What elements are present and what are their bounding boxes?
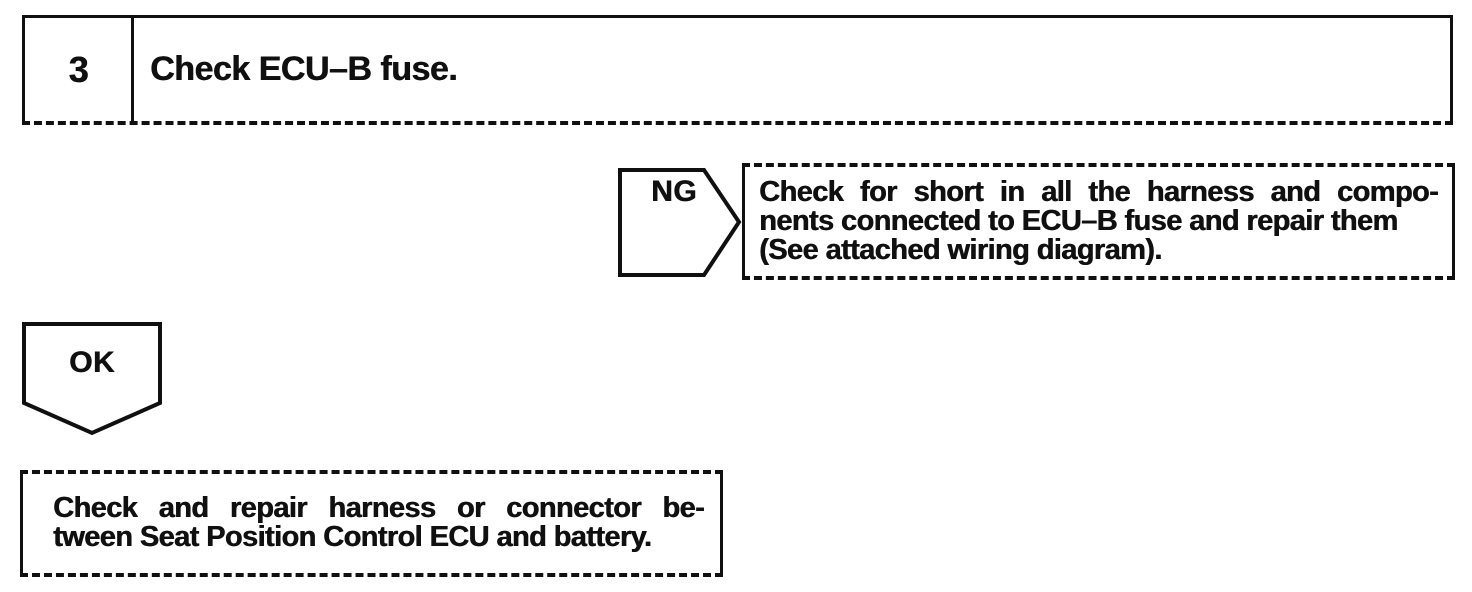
ng-action-line: nents connected to ECU–B fuse and repair… [759,205,1398,237]
ng-action-line: (See attached wiring diagram). [759,234,1162,266]
step-box: 3 Check ECU–B fuse. [22,15,1453,125]
step-number: 3 [68,48,88,90]
ok-connector: OK [22,322,162,436]
ng-action-box: Check for short in all the harness and c… [742,163,1455,280]
step-number-cell: 3 [25,18,134,121]
ok-label: OK [69,346,115,379]
ok-action-box: Check and repair harness or connector be… [20,470,723,577]
ng-pentagon-icon [618,168,742,277]
ok-pentagon-icon [22,322,162,436]
ng-label: NG [651,175,697,208]
ok-action-line: Check and repair harness or connector be… [53,492,705,524]
step-instruction: Check ECU–B fuse. [150,50,458,88]
ng-action-line: Check for short in all the harness and c… [759,176,1439,208]
ok-action-line: tween Seat Position Control ECU and batt… [53,521,652,553]
ng-connector: NG [618,168,742,277]
